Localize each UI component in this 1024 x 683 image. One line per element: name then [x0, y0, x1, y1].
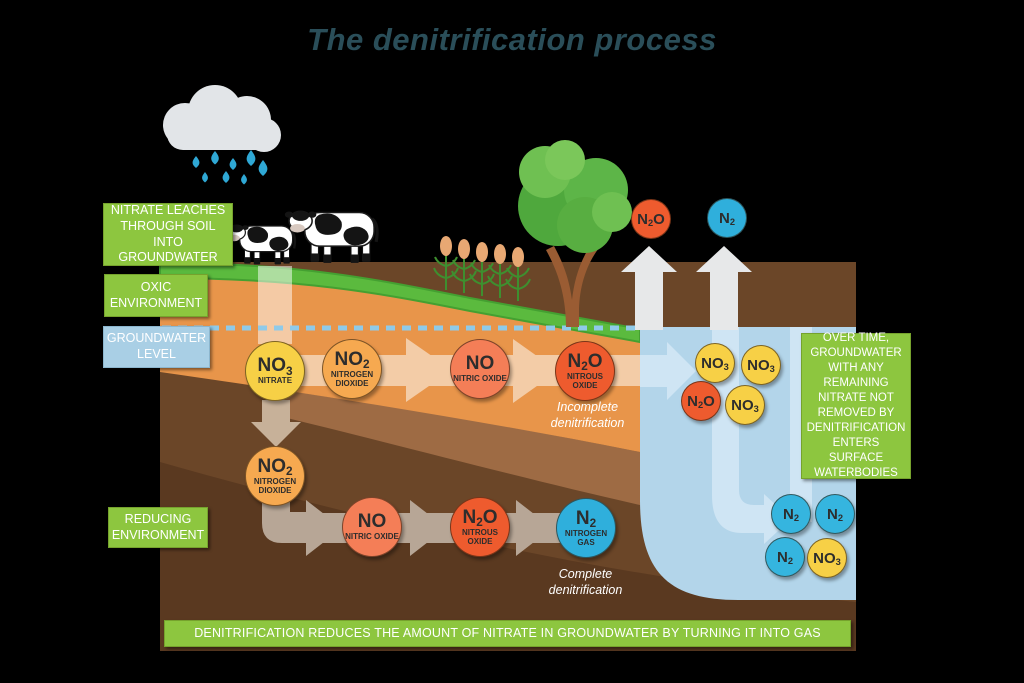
- water-circle-n2: N2: [771, 494, 811, 534]
- chem-name: NITRATE: [257, 376, 293, 386]
- label-reducing-environment: REDUCING ENVIRONMENT: [108, 507, 208, 548]
- chem-name: NITROUS OXIDE: [462, 527, 498, 546]
- reducing-chain-circle-no: NO NITRIC OXIDE: [342, 497, 402, 557]
- chem-formula: NO: [357, 511, 387, 533]
- chem-formula: N2: [826, 505, 843, 524]
- label-nitrate-leaches: NITRATE LEACHES THROUGH SOIL INTO GROUND…: [103, 203, 233, 266]
- oxic-chain-circle-no: NO NITRIC OXIDE: [450, 339, 510, 399]
- water-circle-no3: NO3: [725, 385, 765, 425]
- chem-formula: N2: [776, 548, 793, 567]
- page-title: The denitrification process: [307, 22, 717, 57]
- down-arrow: [251, 400, 301, 447]
- water-circle-no3: NO3: [695, 343, 735, 383]
- chem-name: NITROGEN DIOXIDE: [253, 476, 297, 495]
- chem-formula: N2O: [567, 350, 603, 374]
- chem-formula: NO3: [813, 549, 841, 568]
- reducing-chain-arrows: [262, 498, 562, 556]
- crops-icon: [433, 236, 531, 301]
- oxic-chain-circle-no2: NO2 NITROGEN DIOXIDE: [322, 339, 382, 399]
- chem-formula: NO3: [257, 355, 293, 378]
- chem-formula: N2: [782, 505, 799, 524]
- chem-name: NITROUS OXIDE: [567, 371, 603, 390]
- chem-formula: N2O: [687, 392, 715, 411]
- chem-name: NITRIC OXIDE: [453, 374, 507, 384]
- leach-band: [258, 266, 292, 344]
- reducing-chain-circle-n2o: N2O NITROUS OXIDE: [450, 497, 510, 557]
- chem-formula: N2: [575, 507, 597, 531]
- oxic-chain-circle-n2o: N2O NITROUS OXIDE: [555, 341, 615, 401]
- chem-formula: NO2: [334, 348, 370, 372]
- chem-formula: NO3: [731, 396, 759, 415]
- label-groundwater-level: GROUNDWATER LEVEL: [103, 326, 210, 368]
- rain-icon: [192, 150, 268, 185]
- water-circle-no3: NO3: [741, 345, 781, 385]
- cow-icon: [224, 224, 297, 265]
- chem-formula: NO3: [701, 354, 729, 373]
- note-surface-waterbodies: OVER TIME, GROUNDWATER WITH ANY REMAININ…: [801, 332, 911, 479]
- gas-circle-n2: N2: [707, 198, 747, 238]
- banner-summary: DENITRIFICATION REDUCES THE AMOUNT OF NI…: [164, 620, 851, 647]
- caption-incomplete-denitrification: Incomplete denitrification: [550, 400, 625, 430]
- water-circle-n2: N2: [815, 494, 855, 534]
- caption-complete-denitrification: Complete denitrification: [548, 567, 623, 597]
- chem-formula: N2: [718, 209, 735, 228]
- chem-formula: NO: [465, 353, 495, 375]
- chem-name: NITRIC OXIDE: [345, 532, 399, 542]
- cloud-icon: [163, 85, 281, 152]
- chem-formula: NO3: [747, 356, 775, 375]
- label-oxic-environment: OXIC ENVIRONMENT: [104, 274, 208, 317]
- chem-name: NITROGEN DIOXIDE: [330, 369, 374, 388]
- water-circle-no3: NO3: [807, 538, 847, 578]
- gas-up-arrows: [621, 246, 752, 330]
- gas-circle-n2o: N2O: [631, 199, 671, 239]
- reducing-chain-circle-no2: NO2 NITROGEN DIOXIDE: [245, 446, 305, 506]
- reducing-chain-circle-n2: N2 NITROGEN GAS: [556, 498, 616, 558]
- chem-formula: N2O: [637, 210, 665, 229]
- oxic-chain-circle-no3: NO3 NITRATE: [245, 341, 305, 401]
- water-circle-n2: N2: [765, 537, 805, 577]
- chem-formula: NO2: [257, 455, 293, 479]
- cow-icon: [284, 210, 379, 263]
- chem-name: NITROGEN GAS: [564, 528, 608, 547]
- tree-icon: [518, 140, 632, 327]
- chem-formula: N2O: [462, 506, 498, 530]
- water-circle-n2o: N2O: [681, 381, 721, 421]
